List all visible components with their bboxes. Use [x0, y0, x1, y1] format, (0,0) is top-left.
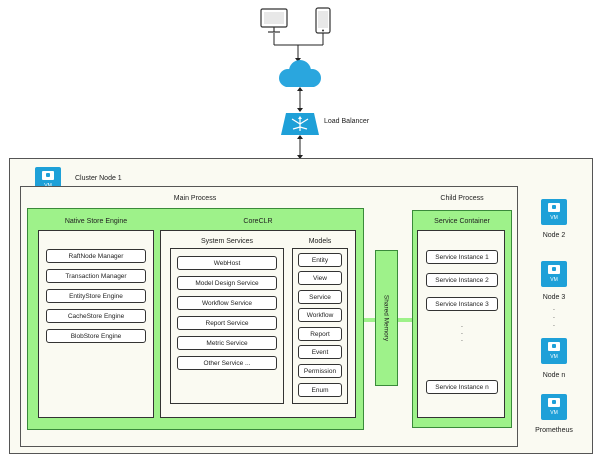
service-instance-ellipsis: . . . [461, 322, 463, 343]
node-n-label: Node n [542, 372, 566, 379]
system-service-item: Other Service ... [177, 356, 277, 370]
top-connectors [260, 7, 331, 159]
model-item: Report [298, 327, 342, 341]
node-3-label: Node 3 [542, 294, 566, 301]
model-item: View [298, 271, 342, 285]
cluster-node-title: Cluster Node 1 [75, 175, 122, 182]
load-balancer-label: Load Balancer [324, 118, 370, 125]
vm-icon: VM [541, 199, 567, 225]
load-balancer-icon [281, 113, 319, 135]
main-process-title: Main Process [173, 195, 217, 202]
vm-icon: VM [541, 261, 567, 287]
native-store-item: RaftNode Manager [46, 249, 146, 263]
service-container-title: Service Container [434, 218, 490, 225]
model-item: Event [298, 345, 342, 359]
desktop-monitor-icon [260, 8, 288, 33]
native-store-item: EntityStore Engine [46, 289, 146, 303]
model-item: Enum [298, 383, 342, 397]
cloud-icon [279, 60, 321, 87]
system-service-item: Metric Service [177, 336, 277, 350]
service-instance: Service Instance 1 [426, 250, 498, 264]
native-store-item: Transaction Manager [46, 269, 146, 283]
vm-icon: VM [541, 394, 567, 420]
node-2-label: Node 2 [542, 232, 566, 239]
prometheus-label: Prometheus [535, 427, 573, 434]
model-item: Entity [298, 253, 342, 267]
native-store-title: Native Store Engine [64, 218, 128, 225]
system-services-title: System Services [200, 238, 254, 245]
model-item: Workflow [298, 308, 342, 322]
model-item: Permission [298, 364, 342, 378]
system-service-item: WebHost [177, 256, 277, 270]
service-instance: Service Instance 2 [426, 273, 498, 287]
system-service-item: Workflow Service [177, 296, 277, 310]
native-store-item: BlobStore Engine [46, 329, 146, 343]
service-instance: Service Instance n [426, 380, 498, 394]
models-title: Models [308, 238, 332, 245]
side-node-ellipsis: . . . [553, 305, 555, 328]
vm-icon: VM [541, 338, 567, 364]
mobile-phone-icon [315, 7, 331, 34]
service-instance: Service Instance 3 [426, 297, 498, 311]
coreclr-title: CoreCLR [243, 218, 273, 225]
system-service-item: Report Service [177, 316, 277, 330]
native-store-item: CacheStore Engine [46, 309, 146, 323]
model-item: Service [298, 290, 342, 304]
shared-memory-box [375, 250, 398, 386]
system-service-item: Model Design Service [177, 276, 277, 290]
shared-memory-label: Shared Memory [382, 294, 390, 342]
child-process-title: Child Process [440, 195, 484, 202]
